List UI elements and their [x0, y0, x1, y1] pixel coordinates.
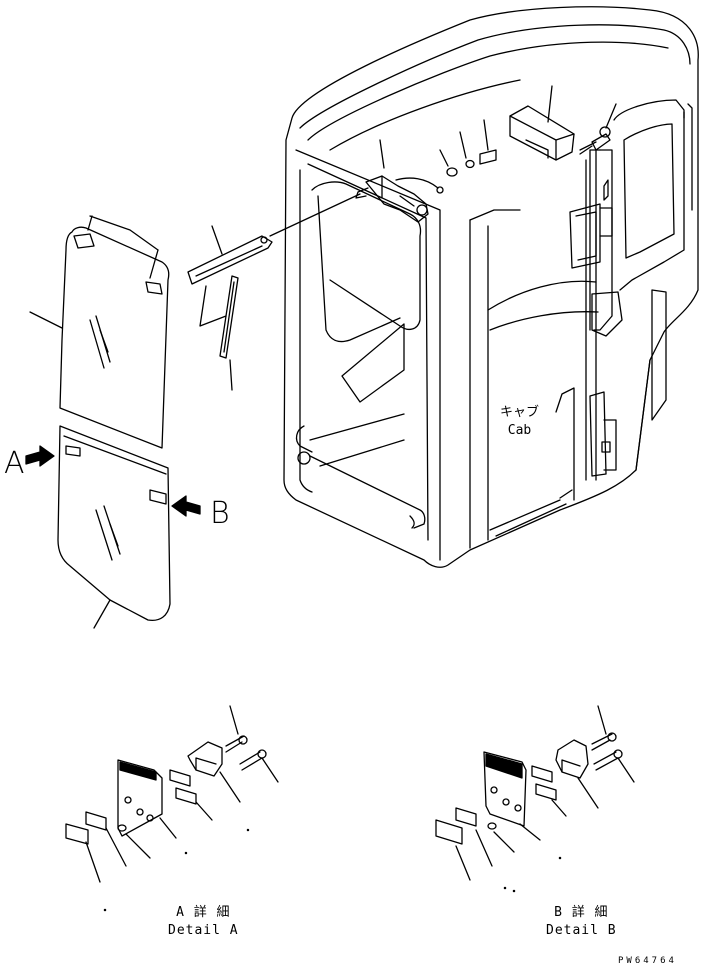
- callout-b-label: B: [210, 496, 230, 531]
- detail-b-title-en: Detail B: [546, 923, 617, 938]
- cab-body: [283, 6, 699, 568]
- lower-window-glass: [57, 425, 171, 629]
- detail-b-title: B 詳 細 Detail B: [546, 904, 617, 940]
- detail-a-title-jp: A 詳 細: [176, 905, 231, 920]
- cab-label-jp: キャブ: [500, 405, 540, 420]
- cab-label-en: Cab: [507, 423, 532, 438]
- washer-nut-set: [439, 119, 497, 177]
- wiper-blade: [219, 275, 239, 391]
- callout-arrow-b: [171, 495, 201, 517]
- roof-bolt: [579, 103, 617, 155]
- upper-window-glass: [29, 215, 170, 449]
- roof-cover-part: [509, 85, 575, 161]
- leader-end-dots: [103, 828, 562, 912]
- callout-a-label: A: [4, 446, 25, 481]
- detail-a-drawing: [65, 705, 279, 883]
- drawing-number: PW64764: [618, 956, 677, 966]
- detail-a-title-en: Detail A: [168, 923, 239, 938]
- detail-a-title: A 詳 細 Detail A: [168, 904, 239, 940]
- wiper-motor: [269, 139, 444, 237]
- detail-b-title-jp: B 詳 細: [554, 905, 609, 920]
- detail-b-drawing: [435, 705, 635, 881]
- cab-label: キャブ Cab: [500, 404, 539, 440]
- wiper-arm: [187, 225, 273, 327]
- callout-arrow-a: [25, 445, 55, 467]
